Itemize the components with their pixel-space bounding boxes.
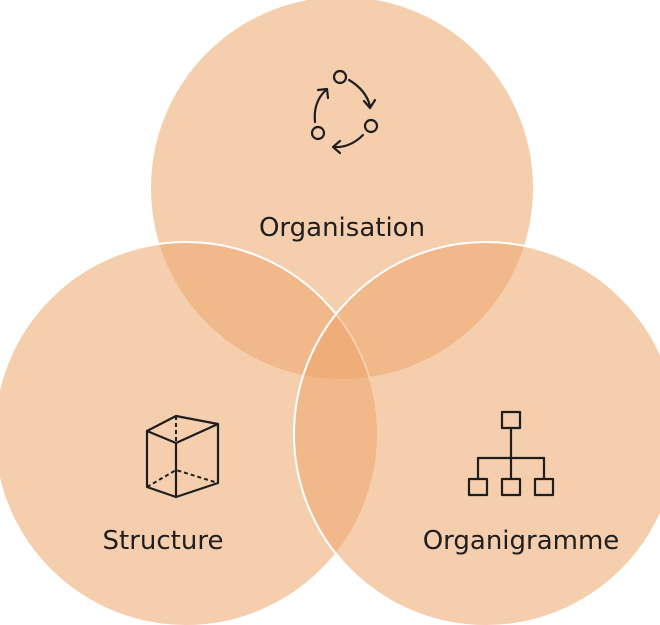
cube-icon: [145, 414, 220, 499]
label-organisation: Organisation: [259, 213, 425, 243]
label-structure: Structure: [103, 526, 224, 556]
circle-organigramme: [293, 241, 660, 625]
org-chart-icon: [467, 410, 555, 497]
label-organigramme: Organigramme: [423, 526, 620, 556]
cycle-arrows-icon: [310, 69, 379, 155]
